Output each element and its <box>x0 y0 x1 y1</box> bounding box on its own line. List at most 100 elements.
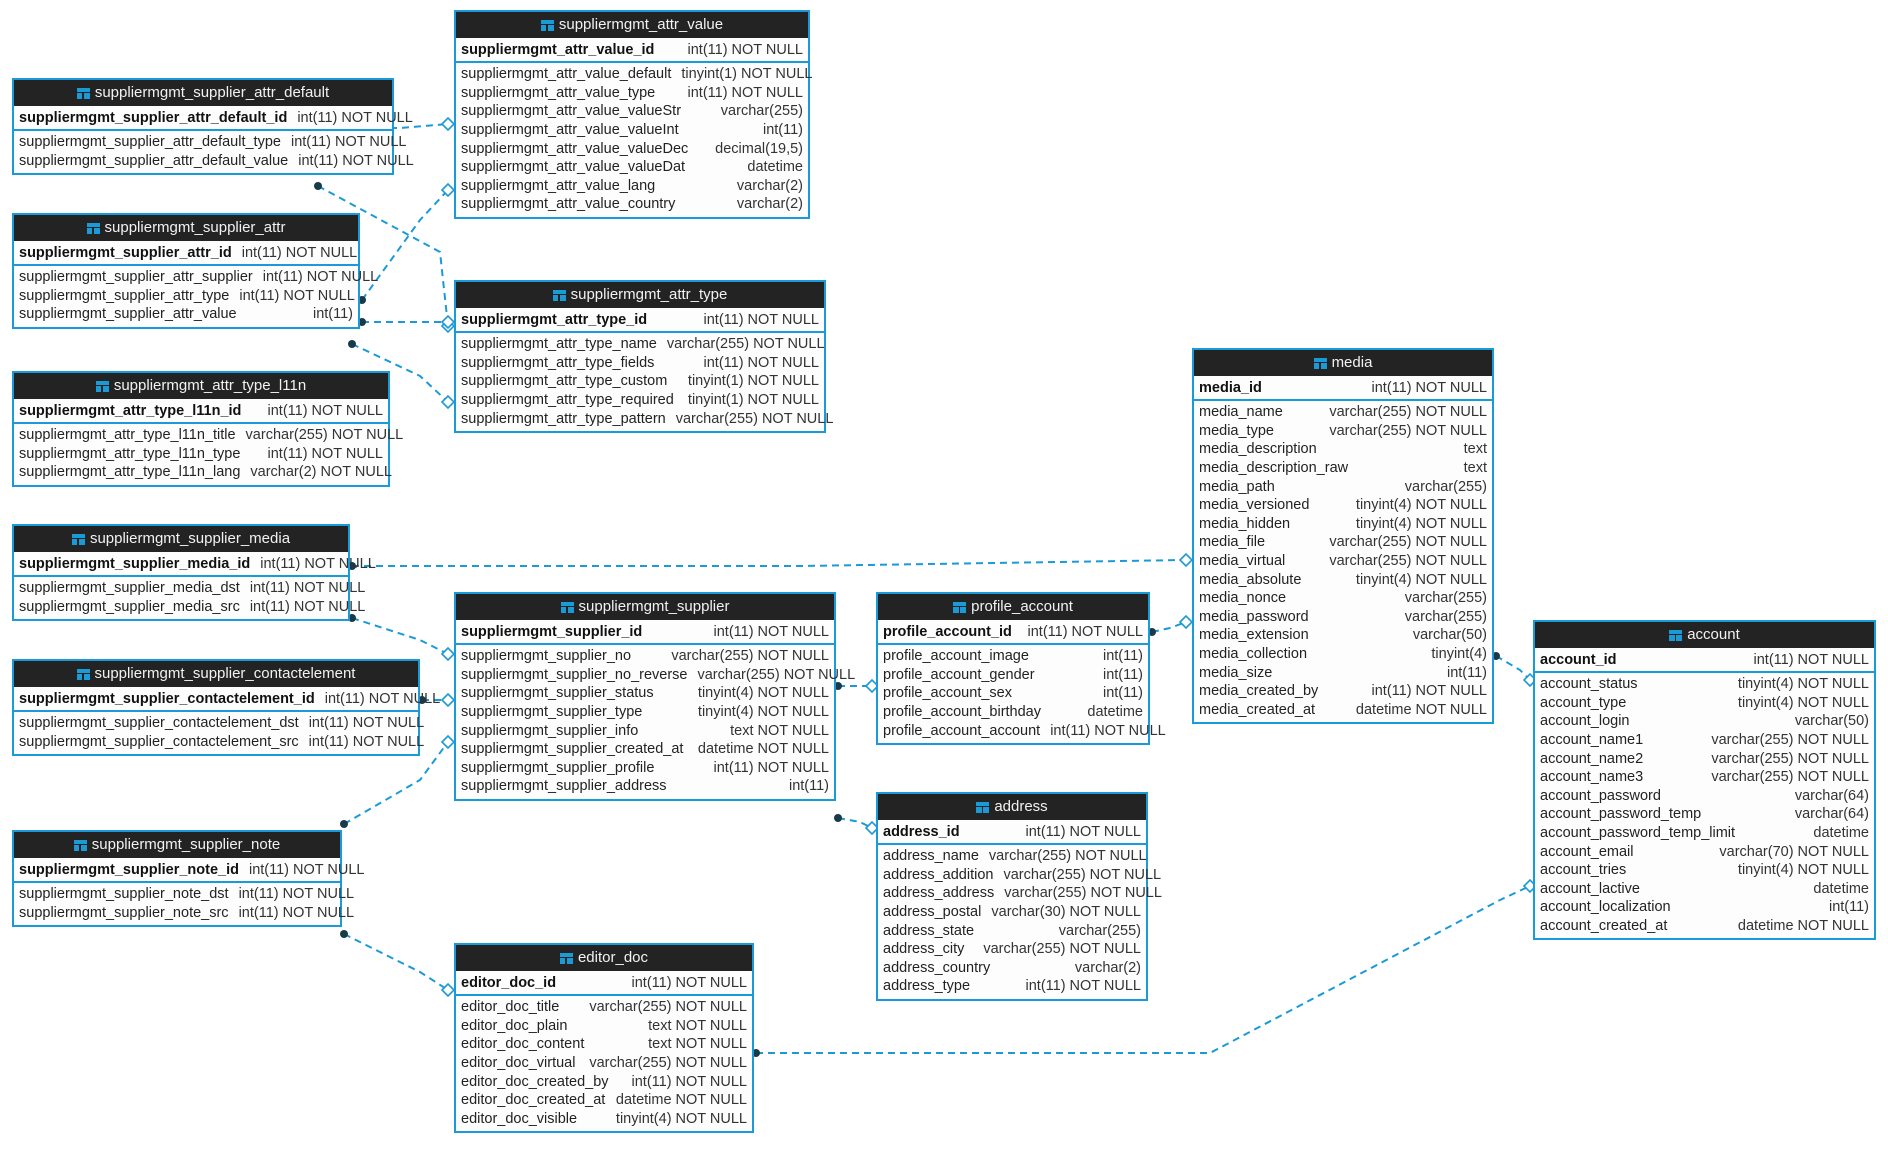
column-row[interactable]: suppliermgmt_supplier_contactelement_src… <box>14 733 424 752</box>
column-row[interactable]: suppliermgmt_supplier_attr_default_value… <box>14 152 414 171</box>
column-row[interactable]: suppliermgmt_supplier_contactelement_dst… <box>14 714 424 733</box>
